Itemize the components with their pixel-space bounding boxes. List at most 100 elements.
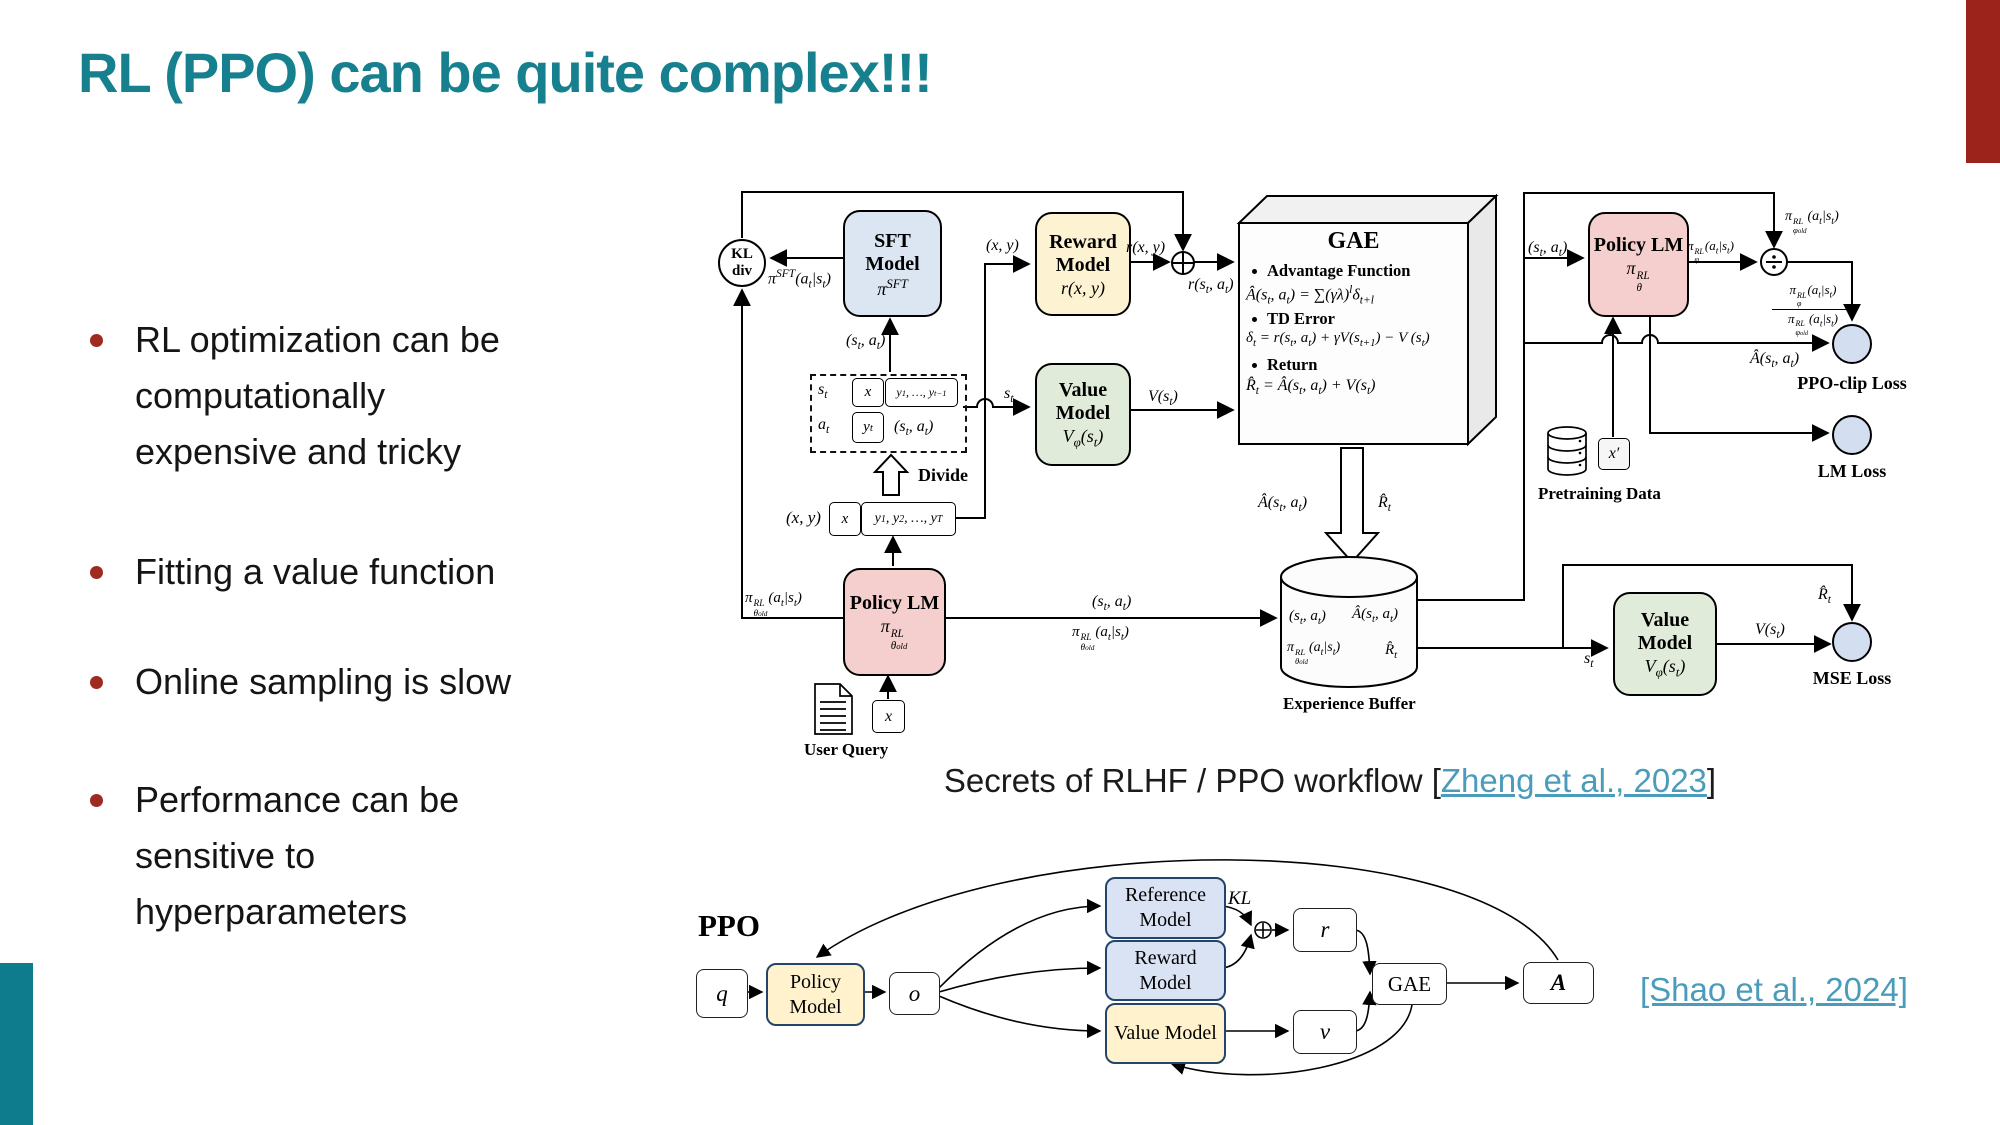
- bullet-dot: [90, 794, 103, 807]
- mse-loss-node: [1832, 622, 1872, 662]
- kl-label: KL: [1228, 888, 1252, 909]
- bullet-text: RL optimization can be computationally e…: [135, 319, 500, 472]
- bullet-text: Performance can be sensitive to hyperpar…: [135, 779, 460, 932]
- st-label: st: [818, 381, 828, 402]
- gae-equation: Â(st, at) = ∑(γλ)lδt+l: [1246, 284, 1374, 307]
- a-hat-label: Â(st, at): [1258, 494, 1308, 515]
- buffer-r-hat: R̂t: [1385, 642, 1398, 661]
- kl-div-node: [718, 239, 766, 287]
- experience-buffer-cylinder: [1280, 556, 1418, 688]
- box-name: Policy LM: [849, 591, 940, 614]
- caption-text: ]: [1706, 762, 1717, 799]
- buffer-st-at: (st, at): [1289, 608, 1326, 627]
- box-name: SFT Model: [865, 229, 920, 275]
- box-math: r(x, y): [1061, 278, 1105, 298]
- rxy-label: r(x, y): [1126, 239, 1166, 256]
- caption-text: Secrets of RLHF / PPO workflow [: [943, 762, 1441, 799]
- value-model-box: Value Model: [1105, 1003, 1226, 1064]
- bullet-dot: [90, 676, 103, 689]
- document-icon: [814, 683, 853, 735]
- q-box: q: [696, 969, 748, 1018]
- ppo-clip-loss-label: PPO-clip Loss: [1797, 373, 1907, 393]
- st-at-label: (st, at): [1528, 239, 1568, 260]
- st-label: st: [1584, 650, 1594, 671]
- reward-model-box: Reward Model r(x, y): [1035, 212, 1131, 316]
- at-label: at: [818, 416, 830, 437]
- st-label: st: [1004, 385, 1014, 406]
- bullet-item: Online sampling is slow: [88, 654, 588, 710]
- pi-sft-label: πSFT(at|st): [768, 268, 831, 291]
- zheng-citation-link[interactable]: Zheng et al., 2023: [1440, 762, 1707, 799]
- gae-equation: δt = r(st, at) + γV(st+1) − V (st): [1246, 330, 1430, 349]
- shao-citation-link[interactable]: [Shao et al., 2024]: [1640, 971, 1908, 1008]
- figure-caption: Secrets of RLHF / PPO workflow [Zheng et…: [660, 762, 2000, 800]
- value-model-bottom-box: Value Model Vφ(st): [1613, 592, 1717, 696]
- lm-loss-node: [1832, 415, 1872, 455]
- bullet-text: Online sampling is slow: [135, 661, 512, 702]
- state-action-dashed-box: [810, 374, 967, 453]
- vst-label: V(st): [1148, 388, 1178, 409]
- page-title: RL (PPO) can be quite complex!!!: [78, 41, 933, 104]
- box-math: πSFT: [877, 275, 908, 299]
- bullet-text: Fitting a value function: [135, 551, 496, 592]
- o-box: o: [889, 972, 940, 1015]
- r-hat-label: R̂t: [1378, 494, 1391, 515]
- ppo-diagram-heading: PPO: [698, 908, 760, 943]
- pretraining-data-label: Pretraining Data: [1538, 484, 1661, 503]
- x-chip: x: [852, 378, 884, 407]
- reference-model-box: Reference Model: [1105, 877, 1226, 939]
- st-at-label: (st, at): [846, 332, 886, 353]
- gae-equation: R̂t = Â(st, at) + V(st): [1246, 377, 1376, 398]
- bullet-dot: [90, 334, 103, 347]
- ppo-clip-loss-node: [1832, 324, 1872, 364]
- xy-label: (x, y): [786, 508, 821, 527]
- gae-title: GAE: [1327, 228, 1380, 254]
- reward-model-box: Reward Model: [1105, 940, 1226, 1001]
- top-right-accent-bar: [1966, 0, 2000, 163]
- bottom-left-accent-bar: [0, 963, 33, 1125]
- gae-3d-box: [1236, 193, 1499, 447]
- a-hat-label: Â(st, at): [1750, 350, 1800, 371]
- kl-div-label: KL div: [731, 246, 753, 280]
- rst-at-label: r(st, at): [1188, 276, 1234, 297]
- x-chip: x: [872, 700, 905, 733]
- buffer-a-hat: Â(st, at): [1352, 606, 1398, 625]
- gae-heading: Return: [1252, 355, 1317, 375]
- policy-model-box: Policy Model: [766, 963, 865, 1026]
- r-box: r: [1293, 908, 1357, 952]
- st-at-label: (st, at): [1092, 593, 1132, 614]
- value-model-box: Value Model Vφ(st): [1035, 363, 1131, 466]
- xy-label: (x, y): [986, 237, 1019, 254]
- a-box: A: [1523, 962, 1594, 1004]
- mse-loss-label: MSE Loss: [1812, 668, 1892, 688]
- r-hat-label: R̂t: [1818, 586, 1831, 607]
- vst-label: V(st): [1755, 621, 1785, 642]
- experience-buffer-label: Experience Buffer: [1283, 694, 1416, 713]
- sft-model-box: SFT Model πSFT: [843, 210, 942, 317]
- shao-citation: [Shao et al., 2024]: [1640, 971, 1908, 1009]
- bullet-item: Fitting a value function: [88, 544, 588, 600]
- gae-heading: Advantage Function: [1252, 261, 1410, 281]
- st-at-label: (st, at): [894, 418, 934, 439]
- gae-to-buffer-arrow-icon: [1323, 447, 1381, 564]
- lm-loss-label: LM Loss: [1817, 461, 1887, 481]
- bullet-item: RL optimization can be computationally e…: [88, 312, 588, 480]
- circled-plus-icon: [1254, 921, 1272, 939]
- bullet-item: Performance can be sensitive to hyperpar…: [88, 772, 588, 940]
- divide-arrow-icon: [872, 453, 910, 496]
- box-name: Policy LM: [1593, 234, 1684, 257]
- gae-heading: TD Error: [1252, 309, 1335, 329]
